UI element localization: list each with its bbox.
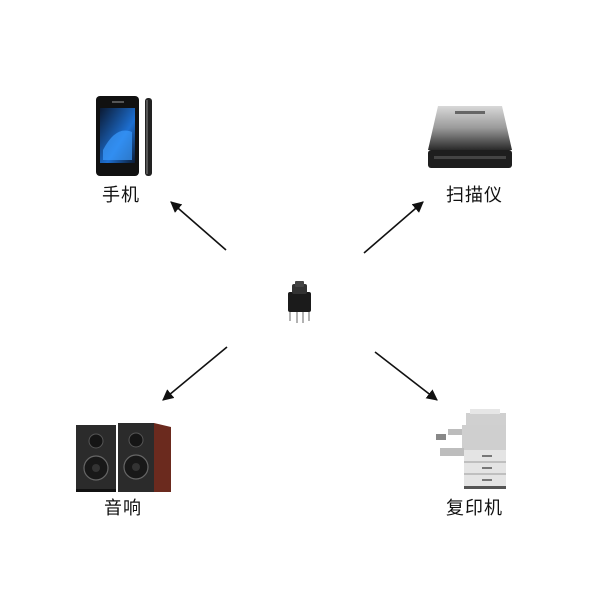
scanner-label: 扫描仪 [446,185,503,206]
scanner-icon [428,106,512,168]
copier-label: 复印机 [446,498,503,519]
arrow-to-scanner [363,201,424,254]
copier-icon [436,409,506,489]
arrow-to-speakers [162,346,228,401]
tact-switch-icon [288,281,311,323]
arrow-to-copier [374,351,438,401]
arrow-to-phone [170,201,227,251]
speakers-label: 音响 [104,498,142,519]
phone-label: 手机 [102,185,140,206]
speakers-icon [76,423,171,492]
smartphone-icon [96,96,152,176]
